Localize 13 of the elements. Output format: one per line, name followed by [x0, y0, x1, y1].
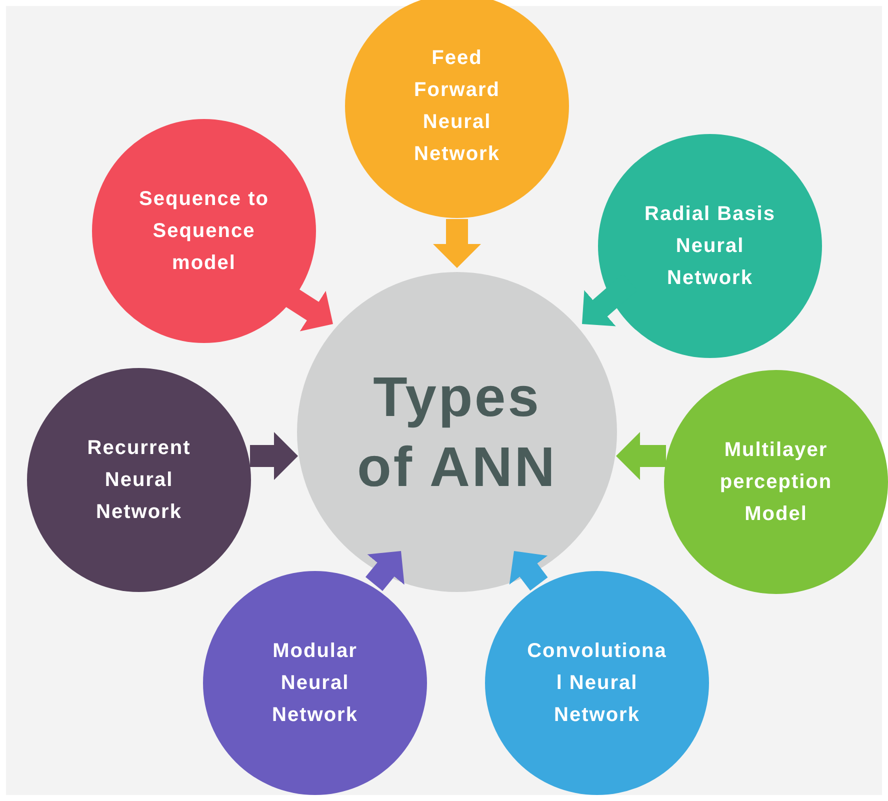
type-label: Sequence to Sequence model	[138, 187, 270, 276]
block-arrow	[509, 551, 548, 591]
block-arrow	[616, 432, 666, 480]
type-label: Convolutiona l Neural Network	[526, 639, 668, 728]
block-arrow	[250, 432, 298, 480]
block-arrow	[365, 551, 404, 591]
type-label: Radial Basis Neural Network	[644, 202, 776, 291]
type-label: Feed Forward Neural Network	[413, 46, 501, 167]
type-label: Modular Neural Network	[271, 639, 359, 728]
center-label: Types of ANN	[356, 364, 558, 500]
type-label: Recurrent Neural Network	[86, 436, 192, 525]
block-arrow	[433, 219, 481, 268]
type-label: Multilayer perception Model	[718, 438, 834, 527]
